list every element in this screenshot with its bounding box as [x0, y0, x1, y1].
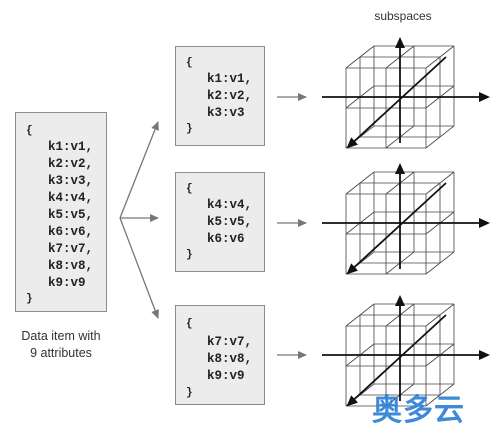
- caption-line-1: Data item with: [21, 329, 101, 343]
- caption-line-2: 9 attributes: [30, 346, 92, 360]
- subset-box-3: { k7:v7, k8:v8, k9:v9 }: [175, 305, 265, 405]
- subspace-cube-3: [322, 295, 490, 407]
- subspace-cubes: [322, 37, 490, 407]
- attribute-pair: k4:v4,: [48, 191, 94, 205]
- open-brace: {: [186, 318, 193, 330]
- attribute-pair: k3:v3: [207, 106, 245, 120]
- attribute-pair: k3:v3,: [48, 174, 94, 188]
- subset-box-1: { k1:v1, k2:v2, k3:v3 }: [175, 46, 265, 146]
- fanout-arrow-top: [119, 121, 159, 219]
- attribute-pair: k1:v1,: [48, 140, 94, 154]
- attribute-pair: k6:v6,: [48, 225, 94, 239]
- fanout-arrow-bottom: [119, 217, 159, 319]
- open-brace: {: [26, 125, 33, 137]
- subset-to-subspace-arrows: [277, 93, 307, 359]
- attribute-pair: k7:v7,: [207, 335, 253, 349]
- z-axis: [346, 314, 447, 407]
- close-brace: }: [186, 387, 193, 399]
- close-brace: }: [186, 249, 193, 261]
- attribute-pair: k5:v5,: [207, 215, 253, 229]
- attribute-pair: k8:v8,: [207, 352, 253, 366]
- data-item-box: { k1:v1, k2:v2, k3:v3, k4:v4, k5:v5, k6:…: [15, 112, 107, 312]
- attribute-pair: k4:v4,: [207, 198, 253, 212]
- data-item-caption: Data item with 9 attributes: [10, 328, 112, 362]
- watermark-logo: 奥多云: [372, 393, 465, 428]
- open-brace: {: [186, 57, 193, 69]
- attribute-pair: k5:v5,: [48, 208, 94, 222]
- subset-box-2: { k4:v4, k5:v5, k6:v6 }: [175, 172, 265, 272]
- fanout-arrows: [119, 121, 159, 319]
- close-brace: }: [186, 123, 193, 135]
- attribute-pair: k6:v6: [207, 232, 245, 246]
- open-brace: {: [186, 183, 193, 195]
- attribute-pair: k2:v2,: [207, 89, 253, 103]
- z-axis: [346, 182, 447, 275]
- subspace-cube-2: [322, 163, 490, 275]
- attribute-pair: k1:v1,: [207, 72, 253, 86]
- attribute-pair: k8:v8,: [48, 259, 94, 273]
- attribute-pair: k7:v7,: [48, 242, 94, 256]
- subspace-cube-1: [322, 37, 490, 149]
- attribute-pair: k9:v9: [207, 369, 245, 383]
- attribute-pair: k9:v9: [48, 276, 86, 290]
- subspaces-label: subspaces: [374, 9, 432, 23]
- z-axis: [346, 56, 447, 149]
- attribute-pair: k2:v2,: [48, 157, 94, 171]
- close-brace: }: [26, 293, 33, 305]
